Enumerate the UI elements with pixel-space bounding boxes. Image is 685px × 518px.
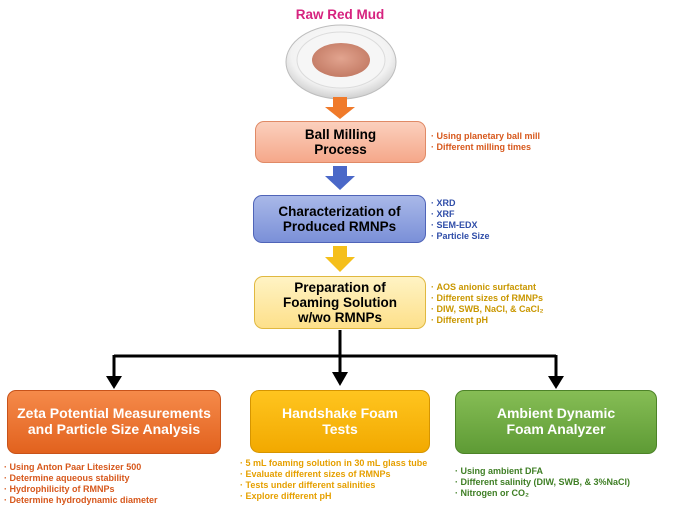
zeta-potential-title: Zeta Potential Measurements and Particle… [17,405,211,437]
preparation-title: Preparation of Foaming Solution w/wo RMN… [283,279,397,326]
zeta-potential-bullets: Using Anton Paar Litesizer 500 Determine… [4,462,158,506]
dynamic-foam-analyzer-bullets: Using ambient DFA Different salinity (DI… [455,466,631,499]
ball-milling-title: Ball Milling Process [304,126,377,157]
bullet: Explore different pH [240,491,445,502]
preparation-box: Preparation of Foaming Solution w/wo RMN… [254,276,426,329]
bullet: DIW, SWB, NaCl, & CaCl₂ [431,304,544,315]
zeta-potential-box: Zeta Potential Measurements and Particle… [7,390,221,454]
bullet: AOS anionic surfactant [431,282,544,293]
dynamic-foam-analyzer-title: Ambient Dynamic Foam Analyzer [496,405,616,437]
ball-milling-box: Ball Milling Process [255,121,426,163]
red-mud-bowl-image [285,24,397,100]
arrowhead-dfa [548,376,564,389]
bullet: Different salinity (DIW, SWB, & 3%NaCl) [455,477,631,488]
bullet: Particle Size [431,231,490,242]
dynamic-foam-analyzer-box: Ambient Dynamic Foam Analyzer [455,390,657,454]
handshake-foam-bullets: 5 mL foaming solution in 30 mL glass tub… [240,458,445,502]
handshake-foam-box: Handshake Foam Tests [250,390,430,453]
ball-milling-bullets: Using planetary ball mill Different mill… [431,131,541,153]
arrowhead-zeta [106,376,122,389]
characterization-bullets: XRD XRF SEM-EDX Particle Size [431,198,490,242]
arrowhead-hand [332,372,348,386]
arrow-orange [325,97,355,119]
bullet: Using Anton Paar Litesizer 500 [4,462,158,473]
bullet: 5 mL foaming solution in 30 mL glass tub… [240,458,445,469]
bullet: Different sizes of RMNPs [431,293,544,304]
characterization-title: Characterization of Produced RMNPs [278,203,401,234]
preparation-bullets: AOS anionic surfactant Different sizes o… [431,282,544,326]
branch-lines [112,330,558,377]
bullet: SEM-EDX [431,220,490,231]
arrow-blue [325,166,355,190]
bullet: Tests under different salinities [240,480,445,491]
bullet: Different pH [431,315,544,326]
bullet: Using planetary ball mill [431,131,541,142]
bullet: Evaluate different sizes of RMNPs [240,469,445,480]
arrow-yellow [325,246,355,272]
handshake-foam-title: Handshake Foam Tests [282,404,398,437]
bullet: XRF [431,209,490,220]
bullet: Different milling times [431,142,540,153]
bullet: Determine hydrodynamic diameter [4,495,158,506]
bullet: Hydrophilicity of RMNPs [4,484,158,495]
characterization-box: Characterization of Produced RMNPs [253,195,426,243]
bullet: Determine aqueous stability [4,473,158,484]
bullet: Nitrogen or CO₂ [455,488,630,499]
raw-red-mud-title: Raw Red Mud [295,7,385,22]
bullet: XRD [431,198,490,209]
bullet: Using ambient DFA [455,466,630,477]
